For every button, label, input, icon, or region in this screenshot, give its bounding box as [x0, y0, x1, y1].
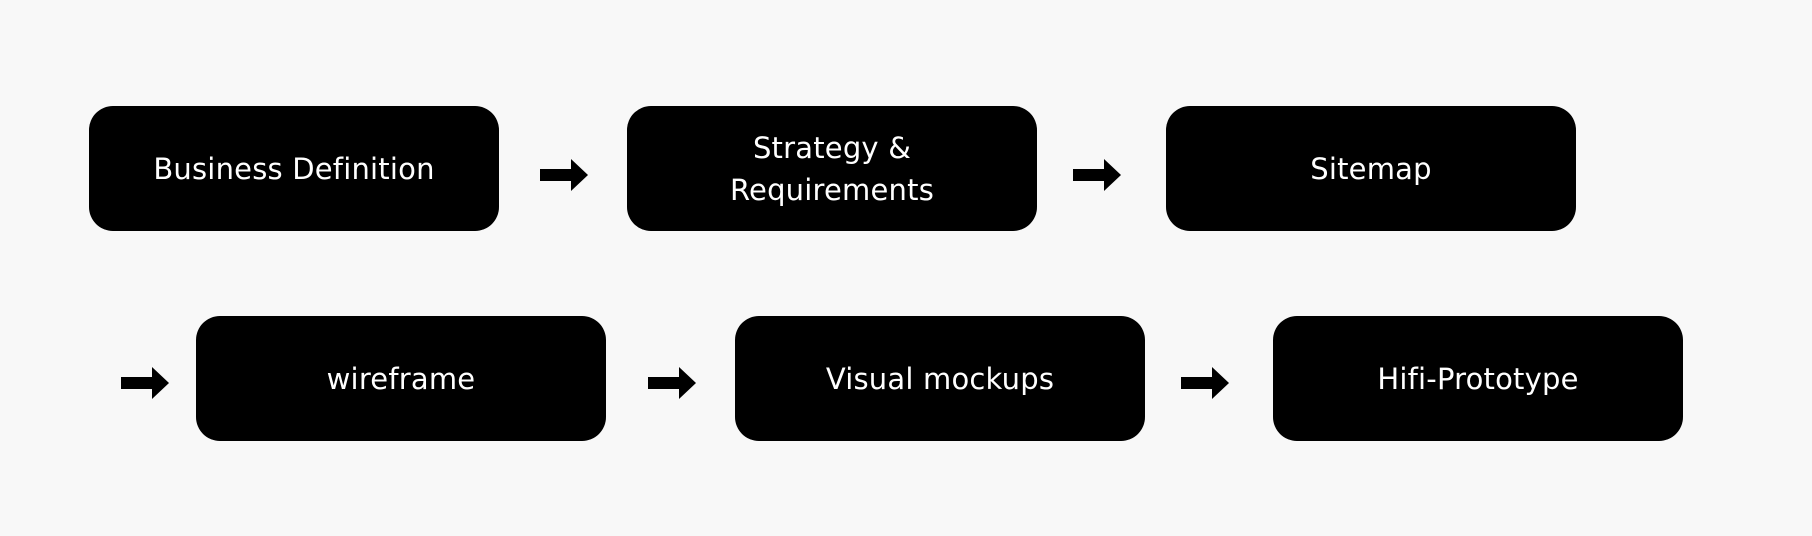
step-label-line-1: Strategy & [752, 130, 912, 165]
right-arrow-icon [648, 367, 696, 399]
right-arrow-icon [540, 159, 588, 191]
step-label: Business Definition [153, 151, 435, 186]
step-label: Visual mockups [825, 361, 1055, 396]
step-wireframe: wireframe [196, 316, 606, 441]
step-label: wireframe [326, 361, 476, 396]
step-hifi-prototype: Hifi-Prototype [1273, 316, 1683, 441]
step-label: Hifi-Prototype [1377, 361, 1579, 396]
step-label: Sitemap [1310, 151, 1432, 186]
right-arrow-icon [121, 367, 169, 399]
step-strategy-requirements: Strategy & Requirements [627, 106, 1037, 231]
right-arrow-icon [1073, 159, 1121, 191]
step-business-definition: Business Definition [89, 106, 499, 231]
step-sitemap: Sitemap [1166, 106, 1576, 231]
step-visual-mockups: Visual mockups [735, 316, 1145, 441]
right-arrow-icon [1181, 367, 1229, 399]
step-label-line-2: Requirements [729, 172, 934, 207]
step-label: Strategy & Requirements [730, 127, 934, 211]
